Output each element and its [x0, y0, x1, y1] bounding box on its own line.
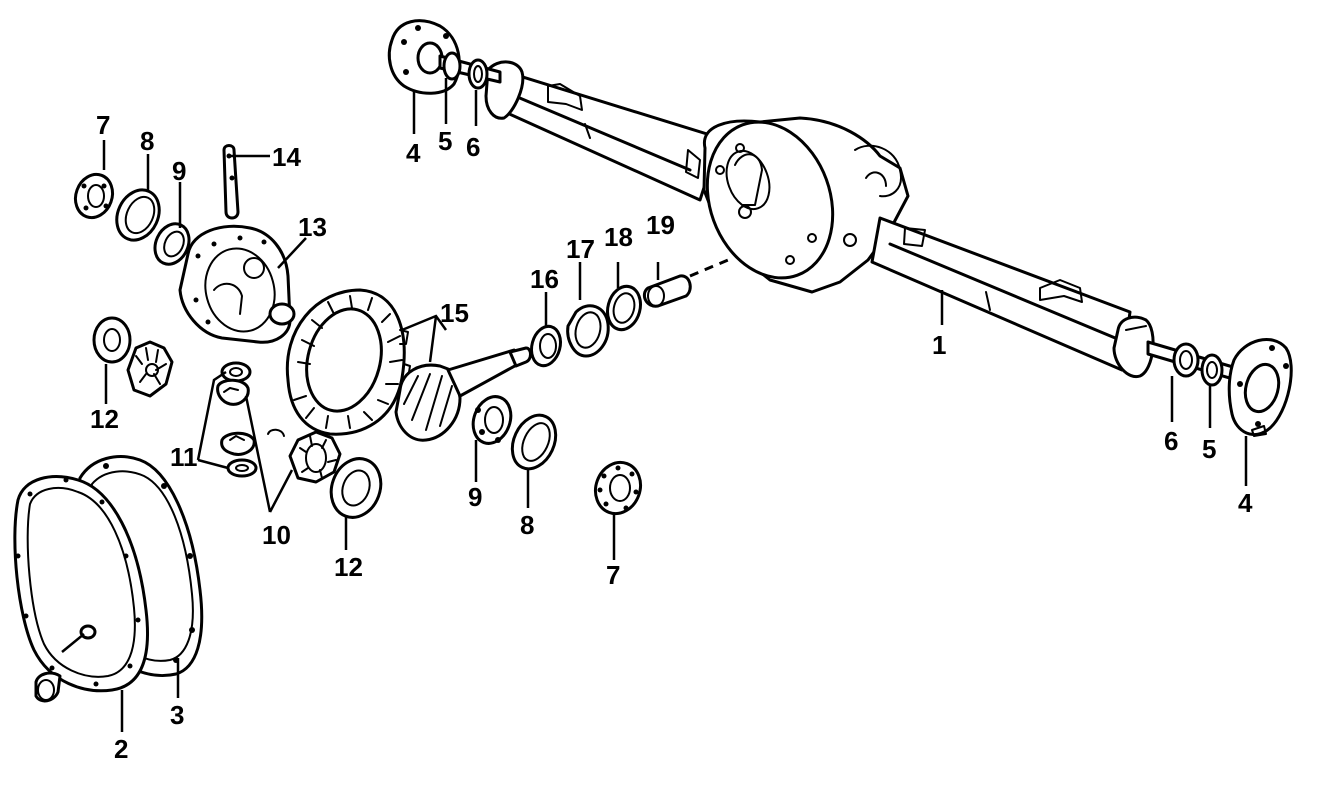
callout-18: 18 [604, 222, 633, 252]
differential-case[interactable] [178, 224, 296, 344]
callout-6-left: 6 [466, 132, 480, 162]
pinion-bearing-cone[interactable] [527, 323, 564, 369]
drive-pinion[interactable] [394, 346, 532, 442]
pinion-bearing-cup[interactable] [566, 304, 610, 358]
side-gear-right[interactable] [267, 428, 342, 484]
callout-7-right: 7 [606, 560, 620, 590]
axle-flange-right[interactable] [1227, 338, 1293, 437]
callout-3: 3 [170, 700, 184, 730]
pinion-gears[interactable] [216, 361, 258, 478]
callout-12-right: 12 [334, 552, 363, 582]
adjuster-nut-left[interactable] [70, 169, 119, 223]
callout-12-left: 12 [90, 404, 119, 434]
bearing-cone-left[interactable] [149, 218, 196, 270]
callout-8-right: 8 [520, 510, 534, 540]
spacer-alignment-line [689, 258, 729, 278]
callout-19: 19 [646, 210, 675, 240]
axle-housing[interactable] [484, 60, 1155, 379]
bearing-right[interactable] [1200, 353, 1224, 387]
callout-13: 13 [298, 212, 327, 242]
leader-lines [61, 78, 1248, 732]
callout-labels: 1 2 3 4 5 6 6 5 4 7 8 9 9 8 7 10 11 12 1… [90, 110, 1253, 764]
callout-9-right: 9 [468, 482, 482, 512]
callout-4-left: 4 [406, 138, 421, 168]
callout-4-right: 4 [1238, 488, 1253, 518]
pinion-shaft[interactable] [222, 144, 240, 220]
pinion-shim[interactable] [603, 283, 645, 334]
bearing-cone-right[interactable] [467, 391, 517, 448]
fill-plug[interactable] [34, 671, 62, 703]
differential-cover[interactable] [13, 475, 149, 693]
thrust-washer-left[interactable] [92, 316, 132, 364]
side-gear-left[interactable] [126, 340, 174, 398]
callout-7-left: 7 [96, 110, 110, 140]
axle-flange-left[interactable] [387, 19, 461, 95]
callout-17: 17 [566, 234, 595, 264]
callout-5-left: 5 [438, 126, 452, 156]
callout-9-left: 9 [172, 156, 186, 186]
callout-11: 11 [170, 442, 198, 472]
callout-6-right: 6 [1164, 426, 1178, 456]
callout-5-right: 5 [1202, 434, 1216, 464]
callout-10: 10 [262, 520, 291, 550]
ring-gear[interactable] [285, 288, 411, 436]
seal-left[interactable] [467, 58, 489, 90]
callout-16: 16 [530, 264, 559, 294]
seal-right[interactable] [1172, 342, 1200, 378]
callout-15: 15 [440, 298, 469, 328]
callout-8-left: 8 [140, 126, 154, 156]
callout-1: 1 [932, 330, 946, 360]
callout-14: 14 [272, 142, 301, 172]
callout-2: 2 [114, 734, 128, 764]
collapsible-spacer[interactable] [642, 274, 692, 308]
bearing-left[interactable] [442, 51, 462, 81]
adjuster-nut-right[interactable] [588, 456, 647, 520]
bearing-cup-right[interactable] [504, 408, 564, 476]
bearing-cup-left[interactable] [109, 183, 167, 247]
